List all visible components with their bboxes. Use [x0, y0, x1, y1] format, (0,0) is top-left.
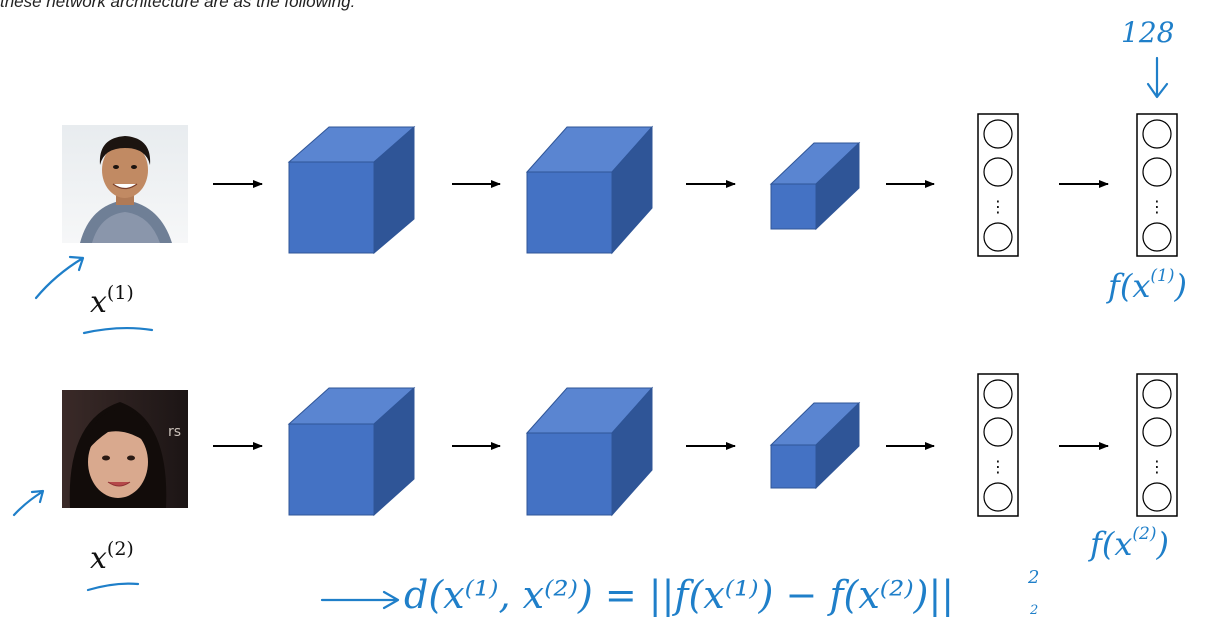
distance-formula-text: d(x⁽¹⁾, x⁽²⁾) = ||f(x⁽¹⁾) − f(x⁽²⁾)||: [404, 573, 954, 617]
conv-volume-2-2: [527, 388, 652, 515]
encoding-dots: ⋮: [1149, 197, 1165, 216]
encoding-layer-1: ⋮: [1137, 114, 1177, 256]
fc-dots: ⋮: [990, 197, 1006, 216]
output-label-2: f(x(2)): [1088, 524, 1169, 563]
input-label-2: x(2): [88, 538, 138, 590]
norm-superscript: 2: [1027, 567, 1039, 588]
svg-text:x(2): x(2): [90, 538, 134, 576]
norm-subscript: 2: [1029, 603, 1038, 618]
input-label-1: x(1): [84, 282, 152, 333]
svg-text:x(1): x(1): [90, 282, 134, 320]
encoding-layer-2: ⋮: [1137, 374, 1177, 516]
pointer-arrow-1: [36, 257, 83, 298]
conv-volume-1-3: [771, 143, 859, 229]
conv-volume-2-3: [771, 403, 859, 488]
conv-volume-1-1: [289, 127, 414, 253]
row-2: rs: [14, 374, 1177, 590]
encoding-size-arrow: [1148, 58, 1167, 97]
face-photo-2: rs: [62, 390, 188, 508]
conv-volume-1-2: [527, 127, 652, 253]
conv-volume-2-1: [289, 388, 414, 515]
svg-text:rs: rs: [168, 424, 181, 440]
output-label-1: f(x(1)): [1106, 266, 1187, 305]
pointer-arrow-2: [14, 491, 43, 515]
fc-layer-2-1: ⋮: [978, 374, 1018, 516]
fc-layer-1-1: ⋮: [978, 114, 1018, 256]
encoding-size-label: 128: [1121, 16, 1174, 49]
encoding-dots: ⋮: [1149, 457, 1165, 476]
fc-dots: ⋮: [990, 457, 1006, 476]
face-photo-1: [62, 125, 188, 243]
row-1: ⋮ ⋮ 128 x(1) f(x(1)): [36, 16, 1187, 333]
distance-formula: d(x⁽¹⁾, x⁽²⁾) = ||f(x⁽¹⁾) − f(x⁽²⁾)|| 2 …: [322, 567, 1039, 618]
